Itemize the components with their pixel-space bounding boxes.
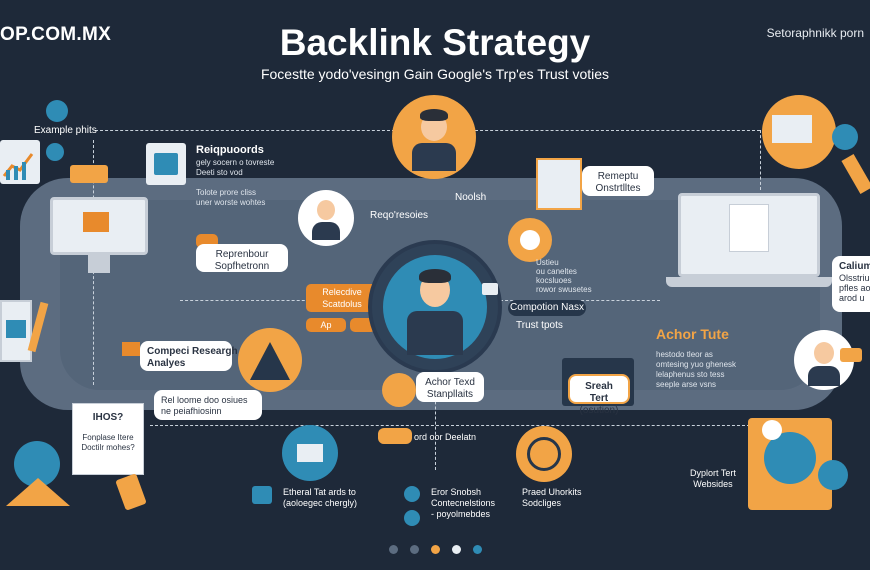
laptop-base <box>666 277 832 287</box>
achor-tute-title: Achor Tute <box>656 326 729 342</box>
central-avatar[interactable] <box>383 255 487 359</box>
chat-icon <box>840 348 862 362</box>
faq-title: IHOS? <box>92 412 124 423</box>
pagination-dot-5[interactable] <box>473 545 482 554</box>
monitor-stand <box>88 255 110 273</box>
consultant-avatar[interactable] <box>794 330 854 390</box>
search-text-sub: (osution) <box>579 405 619 416</box>
document-stack-icon <box>748 418 832 510</box>
row-label-1: Etheral Tat ards to (aoloegec chergly) <box>283 487 358 508</box>
connector-line <box>470 130 760 131</box>
pagination-dot-1[interactable] <box>389 545 398 554</box>
brand-tagline: Setoraphnikk porn <box>766 26 864 40</box>
relective-title: Relecdive <box>322 287 362 297</box>
row-label-2: Eror Snobsh Contecnelstions - poyolmebde… <box>431 487 496 519</box>
phone-card-icon <box>115 473 147 511</box>
connector-line <box>760 130 761 190</box>
blocked-target-icon <box>516 426 572 482</box>
remeptu-sub: Onstrtlltes <box>595 183 641 194</box>
reprenbour-title: Reprenbour <box>215 249 269 260</box>
anchor-person-icon <box>382 373 416 407</box>
document-icon <box>536 158 582 210</box>
top-person-label: Noolsh <box>455 192 487 203</box>
gear-icon <box>46 100 68 122</box>
competitor-research-bubble[interactable]: Compeci Researgh Analyes <box>140 341 238 371</box>
triangle-icon <box>238 328 302 392</box>
anchor-text-sub: Stanpllaits <box>426 389 474 400</box>
megaphone-icon <box>70 165 108 183</box>
anchor-text-bubble[interactable]: Achor Texd Stanpllaits <box>416 372 484 402</box>
faq-text: Fonplase Itere Doctilr mohes? <box>81 433 135 452</box>
keywords-text: gely socern o tovreste Deeti sto vod Tol… <box>196 158 275 207</box>
profile-card-icon <box>146 143 186 185</box>
page-title: Backlink Strategy <box>279 22 591 63</box>
right-small-text: Ustieu ou caneltes kocsluoes rowor swuse… <box>536 258 592 294</box>
column-text: Olsstriu pfles aou arod u <box>839 273 870 303</box>
pill-tag[interactable]: Ap <box>306 318 346 332</box>
search-text-title: Sreah Tert <box>585 381 613 404</box>
pagination-dot-3[interactable] <box>431 545 440 554</box>
remeptu-title: Remeptu <box>597 171 639 182</box>
relective-card[interactable]: Relecdive Scatdolus <box>306 284 378 312</box>
connector-line <box>95 130 395 131</box>
faq-document[interactable]: IHOS? Fonplase Itere Doctilr mohes? <box>72 403 144 475</box>
reprenbour-sub: Sopfhetronn <box>214 261 270 272</box>
trust-label: Trust tpots <box>516 320 563 331</box>
gear-icon <box>46 143 64 161</box>
profile-screen-icon <box>762 95 836 169</box>
chart-icon <box>0 140 40 184</box>
search-text-box[interactable]: Sreah Tert (osution) <box>568 374 630 416</box>
relective-sub: Scatdolus <box>322 299 362 309</box>
chat-icon <box>762 420 782 440</box>
chevron-down-icon <box>404 510 420 526</box>
connector-line <box>150 425 750 426</box>
keywords-title: Reiqpuoords <box>196 144 264 156</box>
reprenbour-bubble[interactable]: Reprenbour Sopfhetronn <box>196 244 288 272</box>
row-label-3: Praed Uhorkits Sodcliges <box>522 487 582 508</box>
rel-text-bubble[interactable]: Rel loome doo osiues ne peiafhiosinn <box>154 390 262 420</box>
phone-stand <box>6 478 70 506</box>
monitor-icon <box>50 197 148 255</box>
row-label-5: ord oor Deelatn <box>414 432 477 442</box>
remeptu-bubble[interactable]: Remeptu Onstrtlltes <box>582 166 654 196</box>
anchor-text-title: Achor Texd <box>425 377 475 388</box>
brand-logo[interactable]: OP.COM.MX <box>0 24 112 45</box>
list-icon <box>252 486 272 504</box>
specialist-avatar[interactable] <box>298 190 354 246</box>
handshake-icon <box>378 428 412 444</box>
arrow-icon <box>122 342 140 356</box>
check-icon <box>404 486 420 502</box>
row-label-4: Dyplort Tert Websides <box>690 468 736 489</box>
chat-icon <box>482 283 498 295</box>
document-icon <box>0 300 32 362</box>
laptop-icon <box>678 193 820 277</box>
pagination-dot-2[interactable] <box>410 545 419 554</box>
target-icon <box>508 218 552 262</box>
expert-avatar[interactable] <box>392 95 476 179</box>
gear-icon <box>832 124 858 150</box>
column-title: Caliumr <box>839 261 870 272</box>
email-icon <box>282 425 338 481</box>
connector-line <box>180 300 320 301</box>
share-icon <box>818 460 848 490</box>
column-card[interactable]: Caliumr Olsstriu pfles aou arod u <box>832 256 870 312</box>
achor-tute-text: hestodo tleor as omtesing yuo ghenesk le… <box>656 350 737 389</box>
compotion-box[interactable]: Compotion Nasx <box>508 300 586 316</box>
search-icon <box>841 154 870 194</box>
page-subtitle: Focestte yodo'vesingn Gain Google's Trp'… <box>260 66 610 82</box>
responses-label: Reqo'resoies <box>370 210 429 221</box>
pagination-dot-4[interactable] <box>452 545 461 554</box>
example-phits-label: Example phits <box>34 125 97 136</box>
